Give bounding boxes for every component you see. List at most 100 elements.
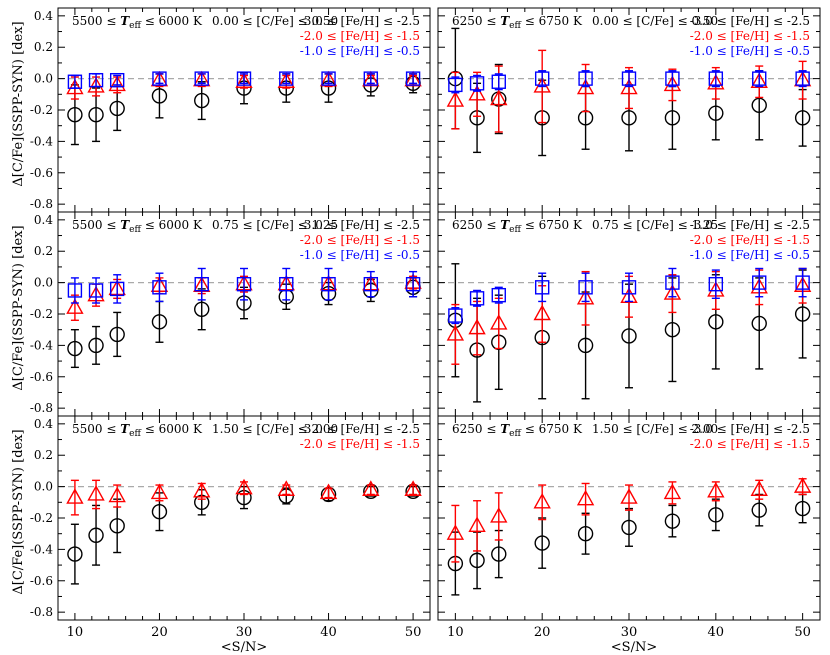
triangle-marker	[277, 480, 295, 496]
square-marker	[752, 275, 767, 290]
square-marker	[708, 276, 724, 292]
triangle-marker	[663, 284, 682, 300]
circle-marker	[151, 314, 168, 330]
teff-lo: 6250 ≤	[452, 422, 500, 436]
panel-teff-label: 5500 ≤ Teff ≤ 6000 K	[72, 218, 203, 235]
circle-marker	[534, 535, 550, 551]
x-tick-label: 30	[621, 625, 638, 640]
panel-cfe-label: 0.75 ≤ [C/Fe] ≤ 1.25	[212, 218, 338, 232]
circle-marker	[405, 483, 421, 500]
y-tick-label: 0.4	[34, 417, 53, 431]
y-tick-label: -0.6	[30, 574, 53, 588]
y-tick-label: 0.0	[34, 276, 53, 290]
circle-marker	[708, 314, 724, 330]
legend-entry: -2.0 ≤ [Fe/H] ≤ -1.5	[690, 437, 810, 451]
triangle-marker	[468, 516, 486, 533]
circle-marker	[109, 100, 125, 117]
x-tick-label: 40	[708, 625, 725, 640]
circle-marker	[664, 110, 681, 126]
triangle-marker	[446, 324, 465, 341]
square-marker	[621, 71, 637, 86]
teff-hi: ≤ 6000 K	[141, 14, 203, 28]
y-tick-label: 0.0	[34, 72, 53, 86]
circle-marker	[151, 504, 168, 520]
y-tick-label: -0.6	[30, 166, 53, 180]
square-marker	[448, 308, 463, 323]
teff-subscript: eff	[509, 429, 521, 439]
legend-entry: -2.0 ≤ [Fe/H] ≤ -1.5	[690, 29, 810, 43]
x-axis-label: <S/N>	[221, 640, 267, 655]
circle-marker	[664, 321, 681, 338]
circle-marker	[67, 340, 83, 357]
triangle-marker	[490, 89, 508, 106]
square-marker	[363, 276, 379, 292]
square-marker	[67, 74, 83, 89]
circle-marker	[194, 92, 210, 109]
panel-cfe-label: 1.50 ≤ [C/Fe] ≤ 2.00	[592, 422, 718, 436]
circle-marker	[708, 507, 724, 523]
square-marker	[665, 71, 680, 86]
y-tick-label: -0.4	[30, 134, 54, 148]
triangle-marker	[707, 73, 725, 90]
panel-teff-label: 5500 ≤ Teff ≤ 6000 K	[72, 422, 203, 439]
square-marker	[109, 281, 125, 297]
x-tick-label: 50	[405, 625, 422, 640]
square-marker	[321, 276, 336, 292]
y-tick-label: 0.2	[34, 244, 53, 258]
legend-entry: -1.0 ≤ [Fe/H] ≤ -0.5	[690, 248, 810, 262]
circle-marker	[363, 483, 379, 500]
legend-entry: -1.0 ≤ [Fe/H] ≤ -0.5	[300, 248, 420, 262]
y-tick-label: 0.0	[34, 480, 53, 494]
teff-symbol: T	[120, 218, 130, 232]
y-axis-label: Δ[C/Fe](SSPP-SYN) [dex]	[11, 225, 26, 390]
square-marker	[109, 72, 125, 88]
square-marker	[752, 71, 767, 86]
teff-lo: 5500 ≤	[72, 14, 120, 28]
teff-subscript: eff	[129, 225, 141, 235]
teff-hi: ≤ 6000 K	[141, 422, 203, 436]
panel-cfe-label: 0.00 ≤ [C/Fe] ≤ 0.50	[592, 14, 718, 28]
square-marker	[708, 71, 724, 86]
legend-entry: -3.0 ≤ [Fe/H] ≤ -2.5	[690, 218, 810, 232]
square-marker	[67, 283, 83, 298]
triangle-marker	[235, 478, 253, 495]
square-marker	[152, 280, 167, 295]
circle-marker	[708, 105, 724, 121]
square-marker	[469, 291, 485, 306]
square-marker	[321, 71, 336, 86]
triangle-marker	[576, 489, 595, 506]
chart-panel: 6250 ≤ Teff ≤ 6750 K 0.00 ≤ [C/Fe] ≤ 0.50…	[437, 7, 821, 213]
square-marker	[236, 276, 252, 292]
y-tick-label: -0.2	[30, 307, 53, 321]
y-axis-label: Δ[C/Fe](SSPP-SYN) [dex]	[11, 21, 26, 186]
y-tick-label: 0.4	[34, 213, 53, 227]
circle-marker	[469, 552, 485, 569]
square-marker	[236, 71, 252, 86]
circle-marker	[109, 518, 125, 534]
panels: 0.4 0.2 0.0 -0.2 -0.4 -0.6 -0.8 5500 ≤ Teff ≤ 6…	[30, 7, 821, 640]
circle-marker	[794, 500, 811, 517]
triangle-marker	[362, 480, 380, 496]
teff-symbol: T	[500, 218, 510, 232]
x-tick-label: 10	[447, 625, 464, 640]
circle-marker	[664, 513, 681, 529]
panel-teff-label: 6250 ≤ Teff ≤ 6750 K	[452, 14, 583, 31]
teff-lo: 6250 ≤	[452, 218, 500, 232]
triangle-marker	[468, 318, 486, 335]
square-marker	[795, 71, 810, 86]
teff-hi: ≤ 6750 K	[521, 218, 583, 232]
square-marker	[194, 276, 209, 292]
x-tick-label: 30	[236, 625, 253, 640]
y-tick-label: 0.4	[34, 9, 53, 23]
panel-teff-label: 5500 ≤ Teff ≤ 6000 K	[72, 14, 203, 31]
legend-entry: -2.0 ≤ [Fe/H] ≤ -1.5	[690, 233, 810, 247]
circle-marker	[109, 326, 125, 343]
teff-lo: 5500 ≤	[72, 422, 120, 436]
y-tick-label: -0.8	[30, 605, 53, 619]
legend-entry: -2.0 ≤ [Fe/H] ≤ -1.5	[300, 29, 420, 43]
circle-marker	[577, 525, 594, 542]
